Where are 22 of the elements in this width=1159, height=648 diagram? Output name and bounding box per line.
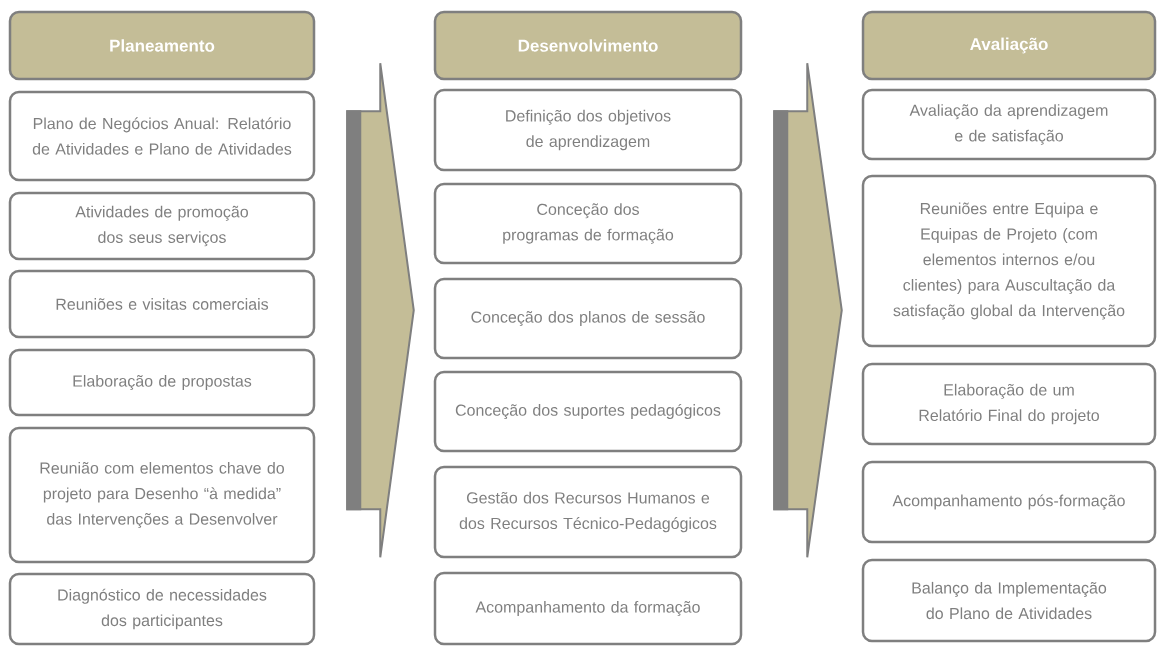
step-box: Acompanhamento da formação bbox=[433, 571, 743, 646]
step-box: Elaboração de um Relatório Final do projeto bbox=[861, 362, 1157, 446]
step-box: Definição dos objetivos de aprendizagem bbox=[433, 88, 743, 172]
step-box: Diagnóstico de necessidades dos participantes bbox=[8, 572, 316, 646]
step-box: Avaliação da aprendizagem e de satisfação bbox=[861, 88, 1157, 161]
header-box: Avaliação bbox=[861, 10, 1157, 81]
step-box: Atividades de promoção dos seus serviços bbox=[8, 191, 316, 261]
header-box: Planeamento bbox=[8, 10, 316, 81]
step-box: Plano de Negócios Anual: Relatório de Atividades e Plano de Atividades bbox=[8, 90, 316, 182]
step-box: Conceção dos programas de formação bbox=[433, 182, 743, 265]
chevron-arrow bbox=[773, 62, 843, 559]
step-box: Gestão dos Recursos Humanos e dos Recursos Técnico-Pedagógicos bbox=[433, 465, 743, 559]
step-box: Conceção dos planos de sessão bbox=[433, 277, 743, 360]
header-box: Desenvolvimento bbox=[433, 10, 743, 81]
step-box: Balanço da Implementação do Plano de Atividades bbox=[861, 558, 1157, 643]
step-box: Conceção dos suportes pedagógicos bbox=[433, 370, 743, 453]
step-box: Reuniões e visitas comerciais bbox=[8, 269, 316, 339]
step-box: Acompanhamento pós-formação bbox=[861, 460, 1157, 544]
chevron-arrow bbox=[346, 62, 415, 559]
step-box: Reunião com elementos chave do projeto para Desenho “à medida” das Intervenções a Desenvolver bbox=[8, 426, 316, 564]
step-box: Elaboração de propostas bbox=[8, 348, 316, 417]
step-box: Reuniões entre Equipa e Equipas de Projeto (com elementos internos e/ou clientes) para Auscultação da satisfação global da Intervenção bbox=[861, 174, 1157, 348]
